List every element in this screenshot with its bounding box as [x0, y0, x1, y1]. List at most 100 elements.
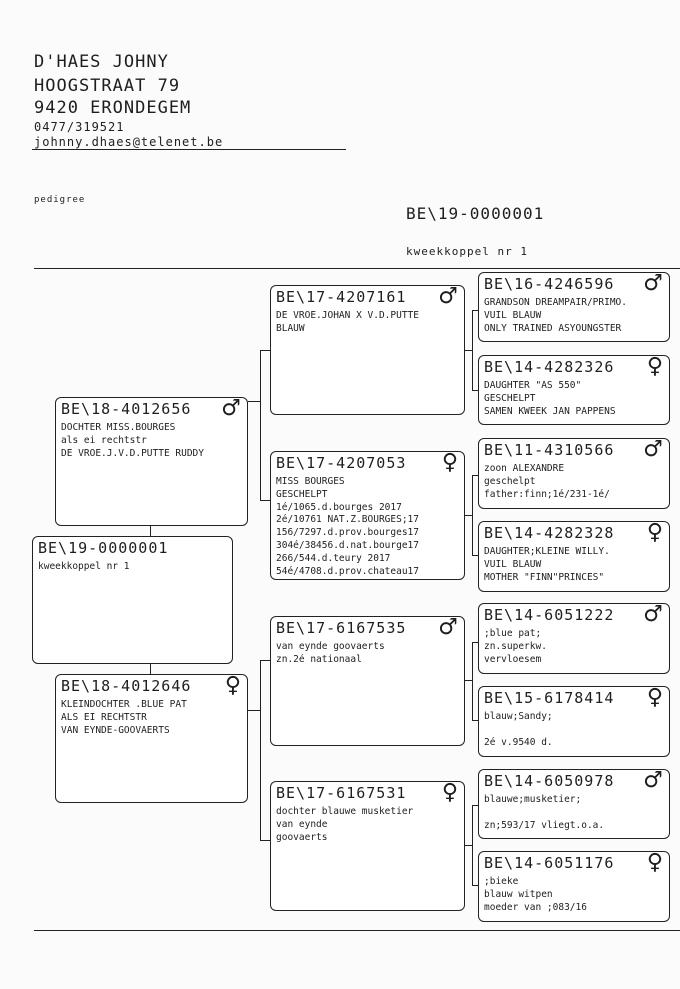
owner-name: D'HAES JOHNY — [34, 52, 169, 72]
pigeon-note-line — [484, 807, 665, 820]
pigeon-note-line: 304é/38456.d.nat.bourge17 — [276, 539, 419, 551]
pigeon-note-line: GESCHELPT — [484, 392, 536, 404]
pigeon-note-line: VAN EYNDE-GOOVAERTS — [61, 724, 170, 736]
pigeon-note-line: MISS BOURGES — [276, 476, 345, 487]
connector — [465, 845, 473, 846]
pigeon-note-line: blauw;Sandy; — [484, 711, 553, 722]
pigeon-note-line: ;blue pat; — [484, 628, 542, 639]
pigeon-card-sdd[interactable]: BE\14-4282328 ♀ DAUGHTER;KLEINE WILLY.VU… — [478, 521, 670, 592]
owner-city: 9420 ERONDEGEM — [34, 98, 192, 118]
pigeon-note-line: ALS EI RECHTSTR — [61, 711, 147, 723]
pigeon-note-line: 266/544.d.teury 2017 — [276, 552, 391, 564]
subject-ring: BE\19-0000001 — [406, 204, 545, 223]
pigeon-note-line: KLEINDOCHTER .BLUE PAT — [61, 699, 187, 710]
pigeon-note-line: MOTHER "FINN"PRINCES" — [484, 571, 605, 583]
connector — [248, 710, 260, 711]
pigeon-note-line: als ei rechtstr — [61, 434, 147, 446]
connector — [465, 680, 473, 681]
pigeon-card-ssd[interactable]: BE\14-4282326 ♀ DAUGHTER "AS 550"GESCHEL… — [478, 355, 670, 425]
pigeon-card-subject[interactable]: BE\19-0000001 kweekkoppel nr 1 — [32, 536, 233, 664]
pigeon-card-dss[interactable]: BE\14-6051222 ♂ ;blue pat;zn.superkw.ver… — [478, 603, 670, 674]
pigeon-note-line: SAMEN KWEEK JAN PAPPENS — [484, 405, 616, 417]
pigeon-notes: blauw;Sandy; 2é v.9540 d. — [484, 711, 665, 749]
connector — [248, 401, 260, 402]
pigeon-card-dds[interactable]: BE\14-6050978 ♂ blauwe;musketier; zn;593… — [478, 769, 670, 839]
pigeon-card-dsd[interactable]: BE\15-6178414 ♀ blauw;Sandy; 2é v.9540 d… — [478, 686, 670, 757]
connector — [260, 840, 270, 841]
female-icon: ♀ — [441, 451, 458, 475]
header-underline — [32, 149, 346, 150]
pigeon-card-sss[interactable]: BE\16-4246596 ♂ GRANDSON DREAMPAIR/PRIMO… — [478, 272, 670, 342]
ring-number: BE\18-4012646 — [61, 677, 192, 695]
pigeon-note-line: GESCHELPT — [276, 488, 328, 500]
pigeon-card-sire-sire[interactable]: BE\17-4207161 ♂ DE VROE.JOHAN X V.D.PUTT… — [270, 285, 465, 415]
connector — [472, 475, 473, 555]
pigeon-note-line: kweekkoppel nr 1 — [38, 561, 130, 572]
pigeon-note-line: DAUGHTER;KLEINE WILLY. — [484, 546, 610, 557]
pigeon-note-line: dochter blauwe musketier — [276, 806, 414, 817]
pigeon-note-line: zn;593/17 vliegt.o.a. — [484, 819, 605, 831]
pigeon-note-line: DE VROE.JOHAN X V.D.PUTTE — [276, 310, 419, 321]
male-icon: ♂ — [643, 272, 663, 296]
female-icon: ♀ — [224, 674, 241, 698]
ring-number: BE\14-6050978 — [484, 772, 615, 790]
female-icon: ♀ — [646, 355, 663, 379]
connector — [260, 500, 270, 501]
pigeon-note-line: vervloesem — [484, 653, 542, 665]
pigeon-notes: blauwe;musketier; zn;593/17 vliegt.o.a. — [484, 794, 665, 832]
female-icon: ♀ — [646, 686, 663, 710]
connector — [472, 805, 473, 885]
pigeon-notes: ;blue pat;zn.superkw.vervloesem — [484, 628, 665, 666]
connector — [260, 660, 261, 840]
connector — [150, 526, 151, 536]
pigeon-note-line: ONLY TRAINED ASYOUNGSTER — [484, 322, 622, 334]
pigeon-note-line: DAUGHTER "AS 550" — [484, 380, 582, 391]
male-icon: ♂ — [643, 769, 663, 793]
pigeon-note-line: blauw witpen — [484, 888, 553, 900]
connector — [150, 664, 151, 674]
pigeon-note-line: zoon ALEXANDRE — [484, 463, 565, 474]
connector — [472, 310, 473, 390]
pigeon-note-line: zn.superkw. — [484, 640, 547, 652]
doc-type-label: pedigree — [34, 195, 86, 205]
pigeon-note-line: geschelpt — [484, 475, 536, 487]
connector — [472, 555, 478, 556]
ring-number: BE\17-6167531 — [276, 784, 407, 802]
connector — [472, 885, 478, 886]
pigeon-card-dam-dam[interactable]: BE\17-6167531 ♀ dochter blauwe musketier… — [270, 781, 465, 911]
pigeon-notes: kweekkoppel nr 1 — [38, 561, 228, 574]
connector — [472, 475, 478, 476]
subject-name: kweekkoppel nr 1 — [406, 245, 528, 258]
ring-number: BE\14-6051176 — [484, 854, 615, 872]
male-icon: ♂ — [643, 438, 663, 462]
pigeon-note-line: zn.2é nationaal — [276, 653, 362, 665]
pigeon-note-line: ;bieke — [484, 876, 519, 887]
male-icon: ♂ — [221, 397, 241, 421]
pigeon-note-line: 156/7297.d.prov.bourges17 — [276, 527, 419, 539]
ring-number: BE\17-4207053 — [276, 454, 407, 472]
owner-street: HOOGSTRAAT 79 — [34, 76, 181, 96]
ring-number: BE\11-4310566 — [484, 441, 615, 459]
pigeon-note-line: VUIL BLAUW — [484, 558, 542, 570]
bottom-divider — [34, 930, 680, 931]
pigeon-note-line: father:finn;1é/231-1é/ — [484, 488, 610, 500]
ring-number: BE\14-4282328 — [484, 524, 615, 542]
ring-number: BE\14-6051222 — [484, 606, 615, 624]
male-icon: ♂ — [438, 616, 458, 640]
owner-email: johnny.dhaes@telenet.be — [34, 135, 224, 149]
ring-number: BE\14-4282326 — [484, 358, 615, 376]
pigeon-note-line: DE VROE.J.V.D.PUTTE RUDDY — [61, 447, 204, 459]
